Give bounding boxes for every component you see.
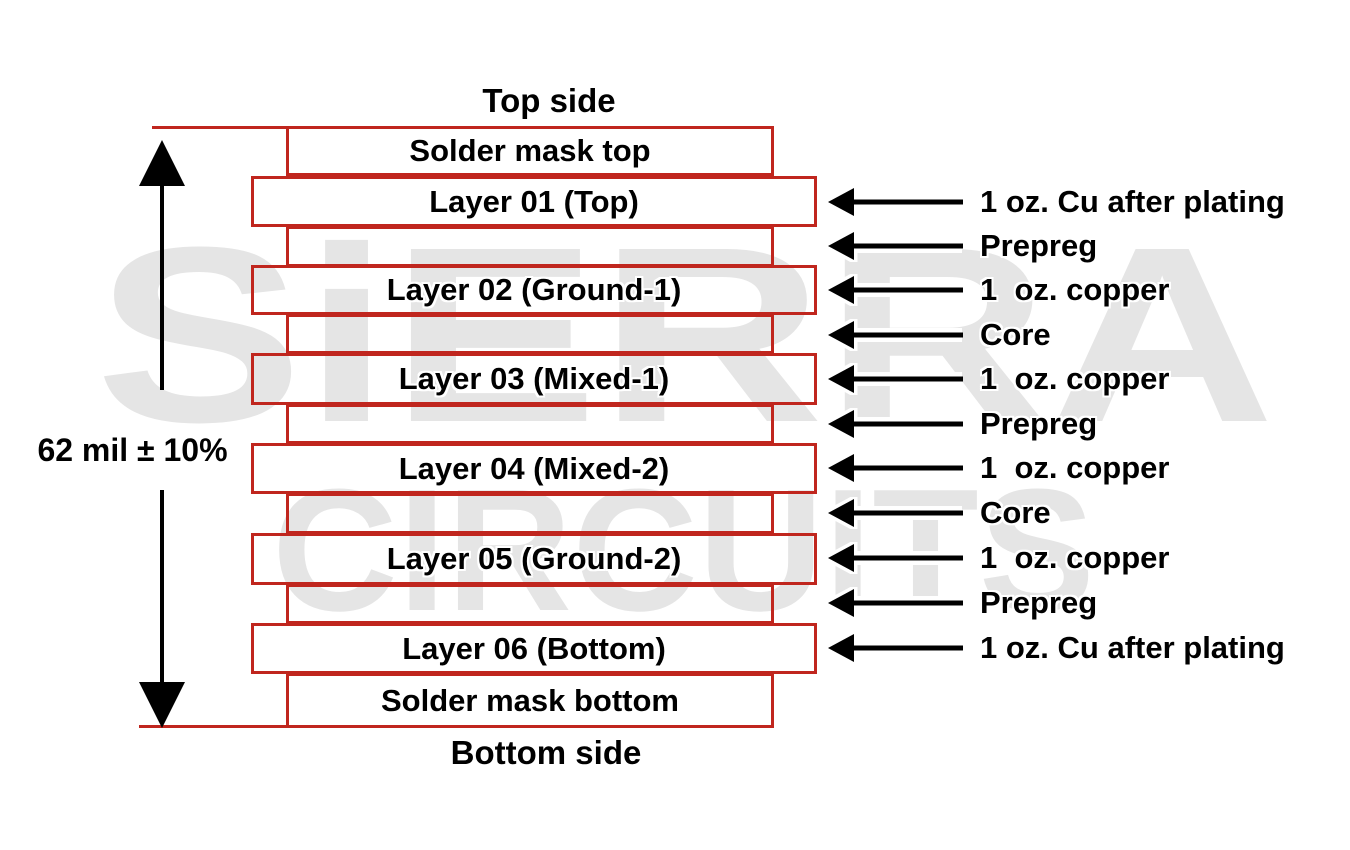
solder-mask-top-box: Solder mask top [286,126,774,176]
solder-mask-top-label: Solder mask top [409,133,651,168]
annotation-row: Prepreg [826,585,1098,620]
copper-layer-03-box: Layer 03 (Mixed-1) [251,353,817,405]
solder-mask-bottom-box: Solder mask bottom [286,673,774,728]
copper-layer-01-label: Layer 01 (Top) [429,183,639,219]
left-arrow-icon [826,452,963,484]
top-side-label: Top side [482,82,616,119]
prepreg-box-3 [286,584,774,624]
copper-layer-06-box: Layer 06 (Bottom) [251,623,817,674]
annotation-label: Prepreg [980,228,1098,263]
copper-layer-04-box: Layer 04 (Mixed-2) [251,443,817,494]
watermark-line1: SiERRA [95,195,1275,474]
annotation-label: Core [980,495,1051,530]
annotation-row: 1 oz. copper [826,540,1170,575]
prepreg-box-2 [286,404,774,444]
core-box-1 [286,314,774,354]
left-arrow-icon [826,319,963,351]
copper-layer-06-label: Layer 06 (Bottom) [402,630,666,666]
annotation-row: 1 oz. copper [826,361,1170,396]
copper-layer-04-label: Layer 04 (Mixed-2) [398,450,670,486]
annotation-label: Prepreg [980,406,1098,441]
core-box-2 [286,493,774,534]
copper-layer-03-label: Layer 03 (Mixed-1) [398,361,670,396]
copper-layer-01-box: Layer 01 (Top) [251,176,817,227]
annotation-label: Prepreg [980,585,1098,620]
annotation-label: Core [980,317,1051,352]
left-arrow-icon [826,632,963,664]
annotation-row: 1 oz. Cu after plating [826,184,1285,219]
annotation-row: 1 oz. copper [826,450,1170,485]
dimension-line-lower [160,490,164,682]
watermark-line2: CIRCUITS [272,452,1095,647]
prepreg-box-1 [286,226,774,267]
annotation-label: 1 oz. Cu after plating [980,184,1285,219]
annotation-row: 1 oz. Cu after plating [826,630,1285,665]
left-arrow-icon [826,363,963,395]
annotation-label: 1 oz. Cu after plating [980,630,1285,665]
board-thickness-label: 62 mil ± 10% [37,432,228,468]
left-arrow-icon [826,497,963,529]
annotation-label: 1 oz. copper [980,450,1170,485]
left-arrow-icon [826,186,963,218]
bottom-rail-line [139,725,286,728]
left-arrow-icon [826,274,963,306]
bottom-side-label: Bottom side [450,734,642,771]
annotation-row: Prepreg [826,406,1098,441]
dimension-arrow-down-icon [139,682,185,728]
copper-layer-02-label: Layer 02 (Ground-1) [386,272,682,307]
solder-mask-bottom-label: Solder mask bottom [381,682,679,718]
annotation-label: 1 oz. copper [980,540,1170,575]
left-arrow-icon [826,230,963,262]
top-rail-line [152,126,286,129]
dimension-arrow-up-icon [139,140,185,186]
left-arrow-icon [826,408,963,440]
left-arrow-icon [826,542,963,574]
dimension-line-upper [160,184,164,390]
annotation-label: 1 oz. copper [980,272,1170,307]
left-arrow-icon [826,587,963,619]
annotation-row: Prepreg [826,228,1098,263]
annotation-row: Core [826,495,1051,530]
annotation-label: 1 oz. copper [980,361,1170,396]
copper-layer-05-label: Layer 05 (Ground-2) [386,541,682,576]
copper-layer-05-box: Layer 05 (Ground-2) [251,533,817,585]
copper-layer-02-box: Layer 02 (Ground-1) [251,265,817,315]
annotation-row: 1 oz. copper [826,272,1170,307]
annotation-row: Core [826,317,1051,352]
